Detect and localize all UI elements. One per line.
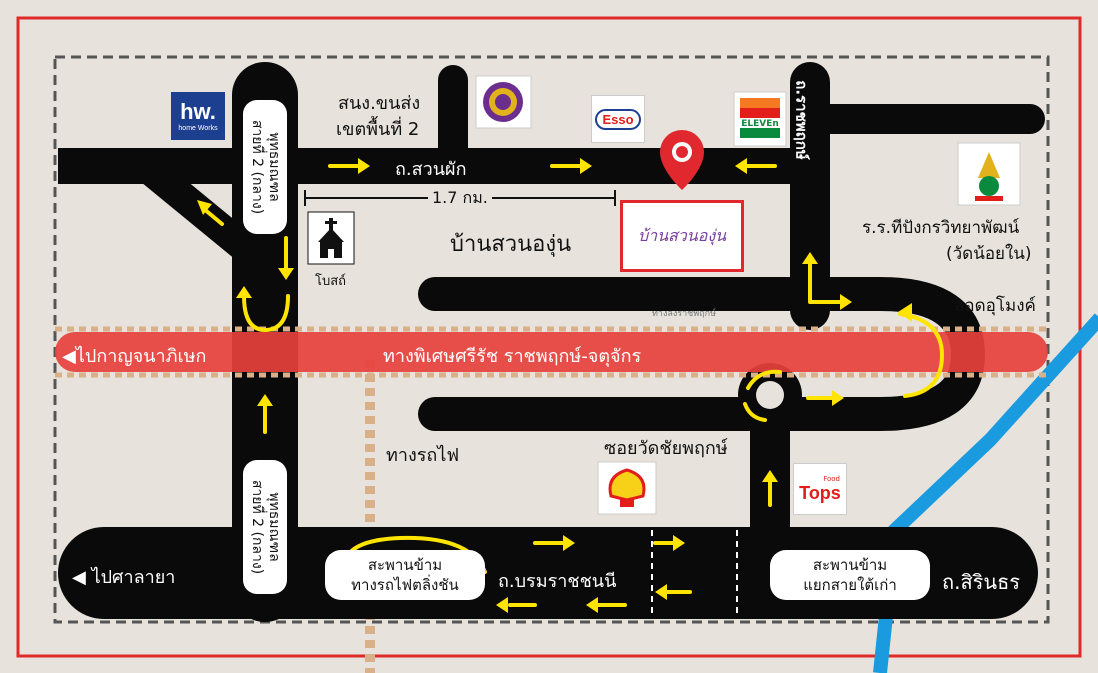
ratchaphruek-faint: ทางลงราชพฤกษ์ [652,309,717,319]
vertical-left-top-2: สายที่ 2 (กลาง) [249,119,266,215]
arrow-roundabout-circle [746,369,782,390]
road-ratchaphruek [790,62,830,330]
tops-logo-sub: Food [823,475,840,483]
road-label-suan-phak: ถ.สวนผัก [395,159,467,180]
homeworks-logo-sub: home Works [178,124,218,132]
office-label-2: เขตพื้นที่ 2 [336,119,420,140]
bridge-taling-chan-1: สะพานข้าม [367,556,443,574]
arrow-roundabout-circle2 [743,402,767,422]
svg-text:ELEVEn: ELEVEn [741,119,779,129]
arrow-up-left [257,394,273,434]
arrow-diag [197,200,224,226]
road-label-boromratchachonnani: ถ.บรมราชชนนี [498,571,617,592]
distance-label: 1.7 กม. [428,186,492,211]
vertical-sign-left-bottom: พุทธมณฑล สายที่ 2 (กลาง) [243,460,287,594]
map-pin-icon [660,130,704,190]
arrow-right-2 [550,158,592,174]
office-label-1: สนง.ขนส่ง [338,93,421,114]
arrow-turn-head [840,294,852,310]
arrow-left-b1 [496,597,537,613]
soi-wat-chai-label: ซอยวัดชัยพฤกษ์ [604,438,728,459]
expressway-label: ทางพิเศษศรีรัช ราชพฤกษ์-จตุจักร [383,346,642,367]
dlt-emblem-icon [475,75,532,129]
vertical-left-top-1: พุทธมณฑล [266,132,283,202]
vertical-sign-left-bottom-text: พุทธมณฑล สายที่ 2 (กลาง) [248,480,282,574]
railway-label: ทางรถไฟ [386,445,460,466]
arrow-left-b3 [655,584,692,600]
arrow-uturn-head [236,286,252,298]
arrow-right-roundabout [806,390,844,406]
road-right-upper [795,104,1045,134]
arrow-up-soi [762,470,778,507]
homeworks-logo-text: hw. [180,98,216,124]
homeworks-logo: hw. home Works [171,92,225,140]
dashed-border [53,55,1050,624]
tops-logo: Food Tops [793,463,847,515]
left-triangle-icon-2: ◀ [72,567,92,588]
arrow-loop [898,312,945,398]
school-label-1: ร.ร.ทีปังกรวิทยาพัฒน์ [862,218,1020,238]
bridge-sai-tai-kao-2: แยกสายใต้เก่า [803,576,897,594]
roundabout-center [756,381,784,409]
arrow-loop-head [898,303,912,322]
arrows [197,158,945,613]
seven-eleven-logo: ELEVEn [733,91,787,147]
school-label-2: (วัดน้อยใน) [946,244,1032,264]
left-triangle-icon: ◀ [62,346,76,367]
arrow-uturn-left [242,294,290,333]
church-label: โบสถ์ [315,274,347,289]
arrow-right-b2 [653,535,685,551]
arrow-up-right-1 [802,252,818,302]
to-kanchanaphisek-text: ไปกาญจนาภิเษก [75,346,207,367]
arrow-left-b2 [586,597,627,613]
expressway-band [55,332,1048,372]
esso-logo: Esso [591,95,645,143]
bridge-taling-chan-2: ทางรถไฟตลิ่งชัน [351,576,459,594]
vertical-left-bottom-2: สายที่ 2 (กลาง) [249,479,266,575]
destination-sign: บ้านสวนองุ่น [620,200,744,272]
tops-logo-text: Tops [799,483,841,503]
road-diagonal [135,155,260,263]
arrow-left-1 [735,158,777,174]
arrow-down-left [278,236,294,280]
bridge-sai-tai-kao-1: สะพานข้าม [812,556,888,574]
road-office-branch [438,65,468,165]
vertical-sign-left-top-text: พุทธมณฑล สายที่ 2 (กลาง) [248,120,282,214]
to-salaya-text: ไปศาลายา [91,567,176,588]
bridge-sai-tai-kao: สะพานข้าม แยกสายใต้เก่า [770,550,930,600]
underpass-label: ลอดอุโมงค์ [954,296,1036,316]
road-label-sirindhorn: ถ.สิรินธร [942,570,1021,594]
shell-logo-icon [597,461,657,515]
school-emblem-icon [957,142,1021,206]
arrow-right-1 [328,158,370,174]
to-salaya-label: ◀ ไปศาลายา [72,562,175,591]
vertical-left-bottom-1: พุทธมณฑล [266,492,283,562]
bridge-taling-chan: สะพานข้าม ทางรถไฟตลิ่งชัน [325,550,485,600]
church-icon [307,211,355,265]
esso-logo-text: Esso [595,108,641,130]
vertical-label-ratchaphruek: ถ.ราชพฤกษ์ [792,80,811,160]
arrow-right-b1 [533,535,575,551]
expressway-left-label: ◀ไปกาญจนาภิเษก [62,341,206,370]
destination-logo-text: บ้านสวนองุ่น [637,225,727,245]
vertical-sign-left-top: พุทธมณฑล สายที่ 2 (กลาง) [243,100,287,234]
destination-label: บ้านสวนองุ่น [450,232,572,257]
